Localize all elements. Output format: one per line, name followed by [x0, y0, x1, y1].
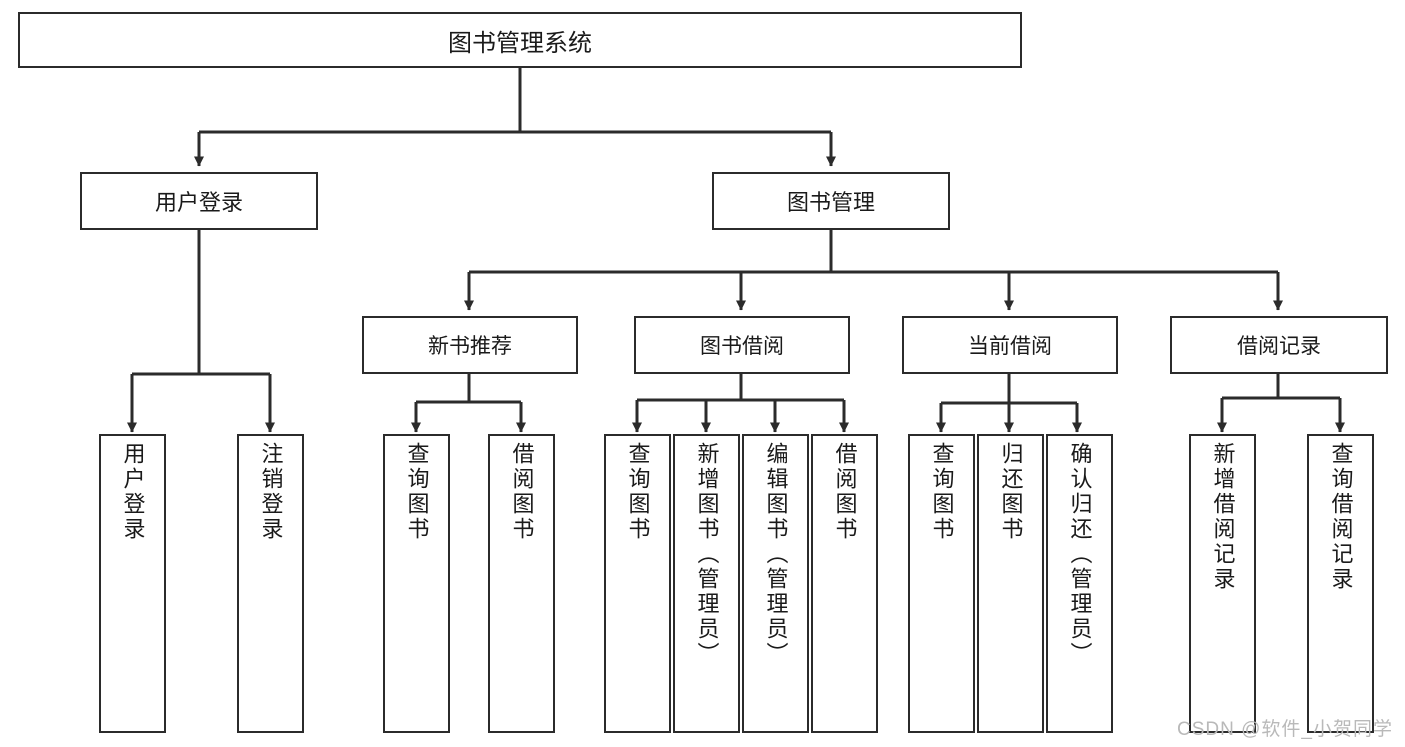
leaf-user-logout[interactable]: 注销登录	[237, 434, 304, 733]
node-new-book-recommend[interactable]: 新书推荐	[362, 316, 578, 374]
leaf-query-book-new[interactable]: 查询图书	[383, 434, 450, 733]
watermark: CSDN @软件_小贺同学	[1177, 719, 1393, 740]
node-user-login-label: 用户登录	[154, 190, 243, 215]
node-root-label: 图书管理系统	[448, 29, 592, 57]
node-borrow-record-label: 借阅记录	[1237, 335, 1321, 358]
leaf-query-book-current-label: 查询图书	[929, 442, 955, 542]
leaf-edit-book[interactable]: 编辑图书（管理员）	[742, 434, 809, 733]
leaf-confirm-return[interactable]: 确认归还（管理员）	[1046, 434, 1113, 733]
node-root[interactable]: 图书管理系统	[18, 12, 1022, 68]
node-new-book-recommend-label: 新书推荐	[428, 335, 512, 358]
leaf-user-logout-label: 注销登录	[258, 442, 284, 542]
leaf-return-book[interactable]: 归还图书	[977, 434, 1044, 733]
leaf-add-borrow-record[interactable]: 新增借阅记录	[1189, 434, 1256, 733]
leaf-query-book-borrow[interactable]: 查询图书	[604, 434, 671, 733]
leaf-add-book[interactable]: 新增图书（管理员）	[673, 434, 740, 733]
node-user-login[interactable]: 用户登录	[80, 172, 318, 230]
leaf-add-borrow-record-label: 新增借阅记录	[1210, 442, 1236, 592]
leaf-query-book-current[interactable]: 查询图书	[908, 434, 975, 733]
leaf-borrow-book-new[interactable]: 借阅图书	[488, 434, 555, 733]
node-current-borrow-label: 当前借阅	[968, 335, 1052, 358]
leaf-borrow-book-new-label: 借阅图书	[509, 442, 535, 542]
leaf-borrow-book-borrow-label: 借阅图书	[832, 442, 858, 542]
leaf-user-login-label: 用户登录	[120, 442, 146, 542]
node-book-management[interactable]: 图书管理	[712, 172, 950, 230]
leaf-query-borrow-record-label: 查询借阅记录	[1328, 442, 1354, 592]
node-current-borrow[interactable]: 当前借阅	[902, 316, 1118, 374]
leaf-add-book-label: 新增图书（管理员）	[694, 442, 720, 667]
node-book-borrow[interactable]: 图书借阅	[634, 316, 850, 374]
leaf-return-book-label: 归还图书	[998, 442, 1024, 542]
node-book-management-label: 图书管理	[786, 190, 875, 215]
leaf-confirm-return-label: 确认归还（管理员）	[1067, 442, 1093, 667]
leaf-query-borrow-record[interactable]: 查询借阅记录	[1307, 434, 1374, 733]
node-borrow-record[interactable]: 借阅记录	[1170, 316, 1388, 374]
leaf-user-login[interactable]: 用户登录	[99, 434, 166, 733]
leaf-query-book-borrow-label: 查询图书	[625, 442, 651, 542]
leaf-borrow-book-borrow[interactable]: 借阅图书	[811, 434, 878, 733]
node-book-borrow-label: 图书借阅	[700, 335, 784, 358]
leaf-query-book-new-label: 查询图书	[404, 442, 430, 542]
leaf-edit-book-label: 编辑图书（管理员）	[763, 442, 789, 667]
